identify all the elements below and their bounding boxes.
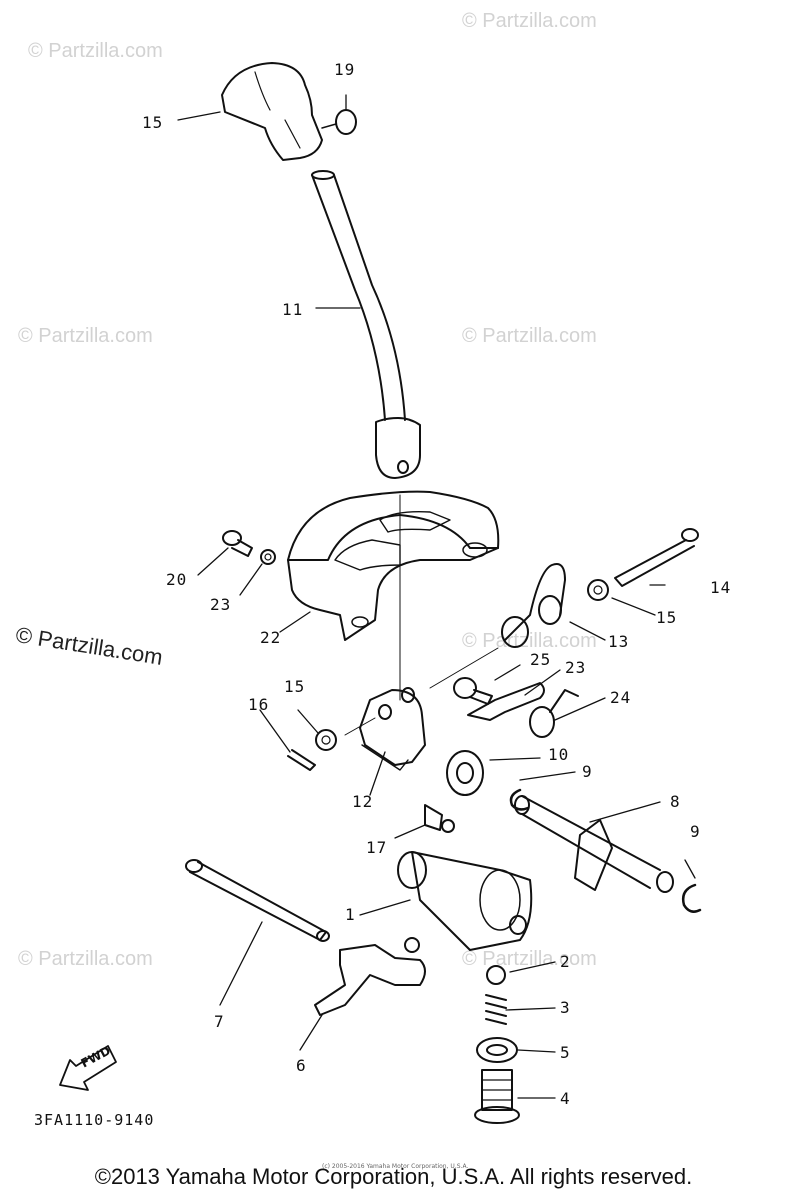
callout-number: 8 xyxy=(670,792,681,811)
callout-number: 2 xyxy=(560,952,571,971)
shift-fork-part xyxy=(314,937,426,1016)
watermark: © Partzilla.com xyxy=(462,325,597,347)
callout-number: 24 xyxy=(610,688,632,707)
callout-number: 12 xyxy=(352,792,374,811)
stopper-lever-part xyxy=(467,682,545,721)
washer-part xyxy=(587,579,609,601)
shift-lever-part xyxy=(311,170,421,479)
copyright-notice: ©2013 Yamaha Motor Corporation, U.S.A. A… xyxy=(94,1164,693,1189)
watermark: © Partzilla.com xyxy=(462,10,597,32)
gasket-part xyxy=(476,1037,518,1063)
callout-number: 23 xyxy=(565,658,587,677)
callout-number: 13 xyxy=(608,632,630,651)
ball-part xyxy=(486,965,506,985)
callout-number: 25 xyxy=(530,650,552,669)
shift-guide-part xyxy=(287,490,500,641)
callout-number: 7 xyxy=(214,1012,225,1031)
shift-arm-part xyxy=(359,687,426,771)
callout-number: 20 xyxy=(166,570,188,589)
callout-number: 5 xyxy=(560,1043,571,1062)
bolt-part xyxy=(424,804,455,833)
circlip-part xyxy=(681,883,702,913)
callout-number: 15 xyxy=(656,608,678,627)
fwd-arrow-icon xyxy=(59,1045,117,1091)
diagram-code: 3FA1110-9140 xyxy=(34,1111,155,1129)
stopper-spring-part xyxy=(529,689,579,738)
callout-number: 16 xyxy=(248,695,270,714)
fork-shaft-part xyxy=(185,859,330,942)
plug-part xyxy=(474,1069,520,1124)
callout-number: 6 xyxy=(296,1056,307,1075)
circlip-part xyxy=(509,788,530,811)
spring-part xyxy=(485,994,507,1025)
oil-seal-part xyxy=(446,750,484,796)
callout-number: 15 xyxy=(284,677,306,696)
callout-number: 22 xyxy=(260,628,282,647)
shift-drum-part xyxy=(397,851,533,951)
callout-number: 15 xyxy=(142,113,164,132)
callout-number: 11 xyxy=(282,300,304,319)
watermark: © Partzilla.com xyxy=(462,948,597,970)
bolt-part xyxy=(222,530,253,557)
cotter-pin-part xyxy=(287,749,316,771)
pivot-pin-part xyxy=(614,528,699,587)
callout-number: 9 xyxy=(582,762,593,781)
callout-number: 3 xyxy=(560,998,571,1017)
callout-number: 19 xyxy=(334,60,356,79)
bolt-part xyxy=(453,677,493,705)
washer-part xyxy=(315,729,337,751)
watermark: © Partzilla.com xyxy=(462,630,597,652)
watermark: © Partzilla.com xyxy=(28,40,163,62)
small-copyright: (c) 2005-2016 Yamaha Motor Corporation, … xyxy=(322,1163,469,1170)
callout-number: 14 xyxy=(710,578,732,597)
leader-lines xyxy=(177,94,696,1099)
knob-cap-part xyxy=(321,109,357,135)
callout-number: 9 xyxy=(690,822,701,841)
watermark: © Partzilla.com xyxy=(18,948,153,970)
callout-number: 23 xyxy=(210,595,232,614)
callout-number: 17 xyxy=(366,838,388,857)
washer-part xyxy=(260,549,276,565)
callout-number: 10 xyxy=(548,745,570,764)
return-spring-part xyxy=(501,563,566,648)
callout-number: 1 xyxy=(345,905,356,924)
shift-knob-part xyxy=(221,62,323,161)
watermark: © Partzilla.com xyxy=(18,325,153,347)
callout-number: 4 xyxy=(560,1089,571,1108)
shift-shaft-part xyxy=(514,795,674,893)
